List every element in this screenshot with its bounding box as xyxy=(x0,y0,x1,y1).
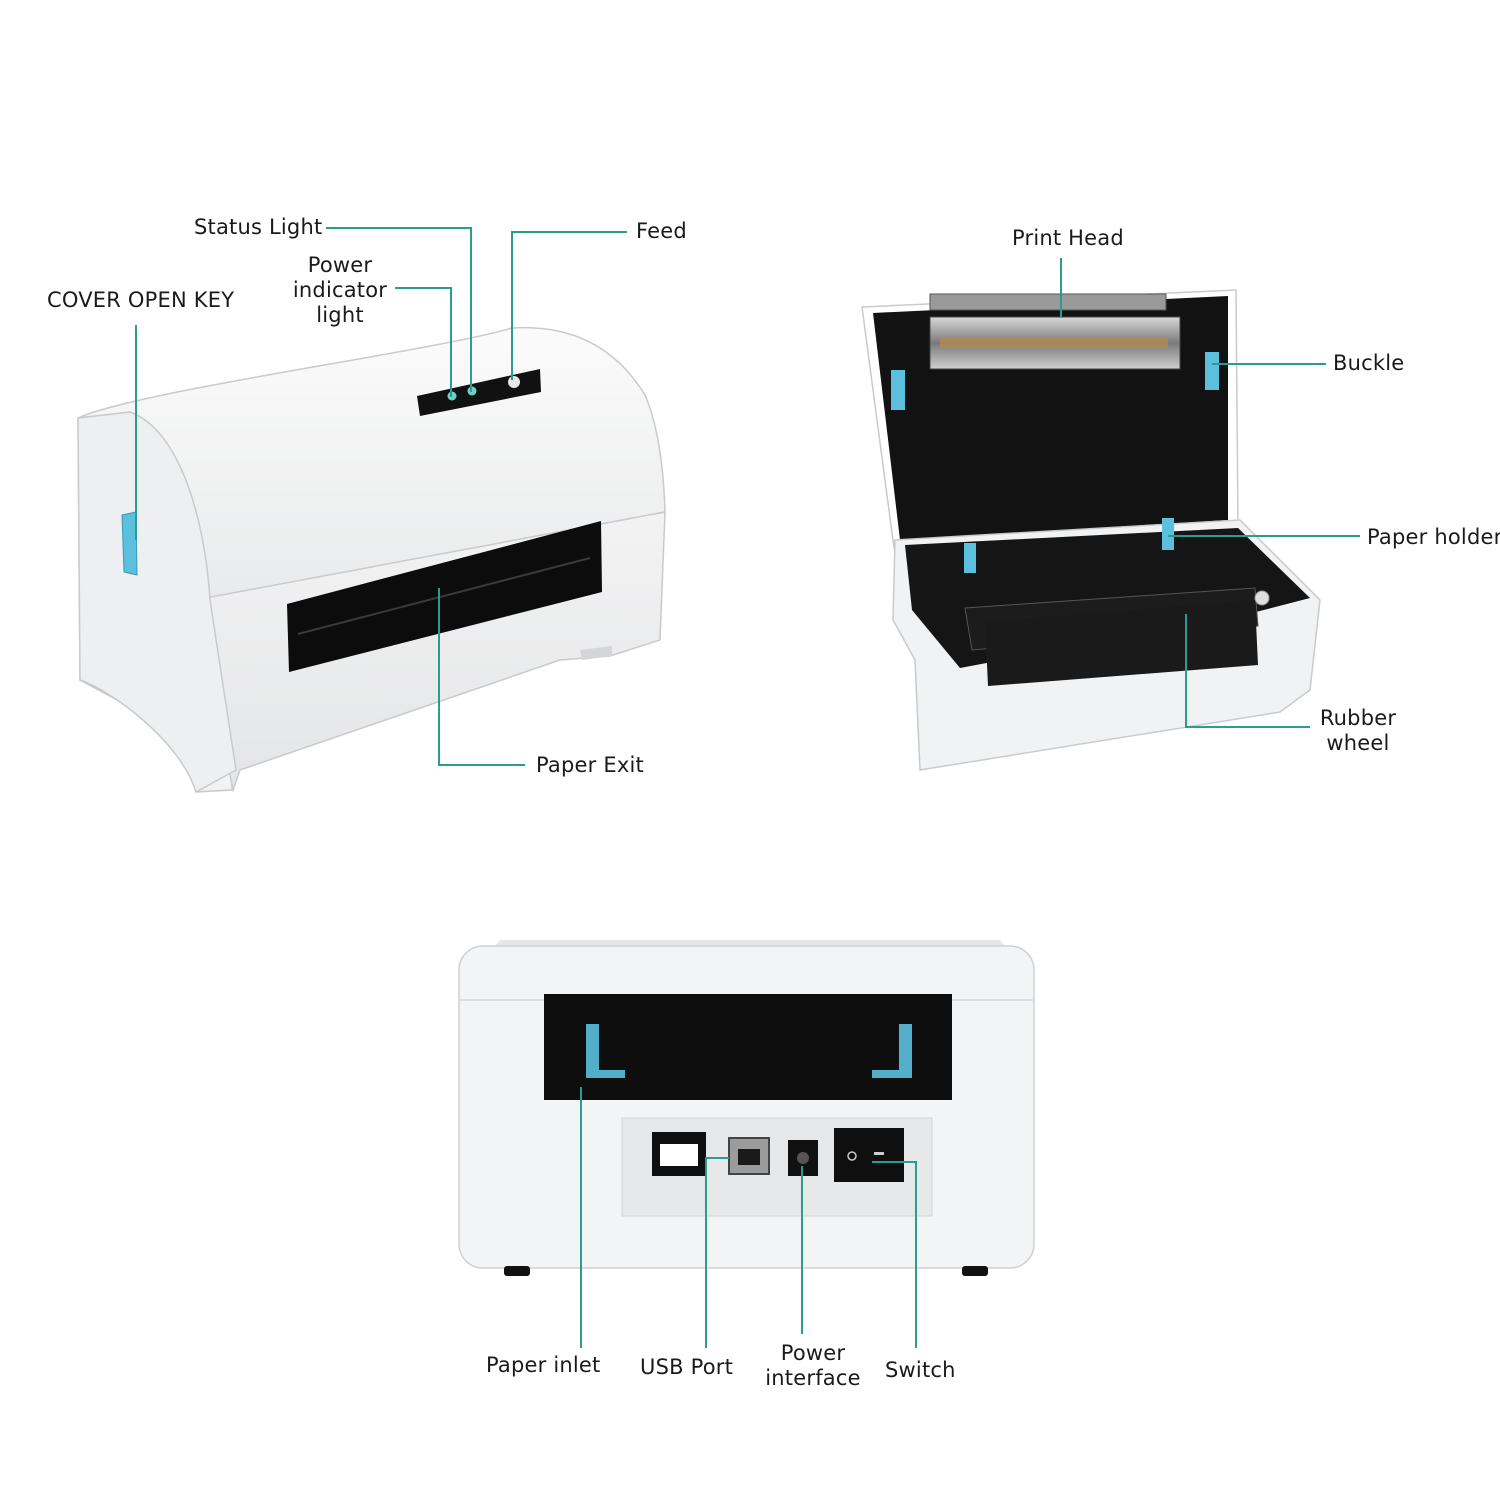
leader-switch xyxy=(872,1161,917,1348)
label-cover-open-key: COVER OPEN KEY xyxy=(47,288,235,312)
leader-rubber-wheel xyxy=(1185,614,1310,728)
leader-feed xyxy=(511,231,627,380)
open-view-printer xyxy=(861,289,1321,771)
leader-power-indicator xyxy=(395,287,452,397)
label-feed: Feed xyxy=(636,219,687,243)
print-head-mount xyxy=(929,293,1167,311)
label-buckle: Buckle xyxy=(1333,351,1405,375)
front-view-printer xyxy=(77,326,666,794)
label-paper-inlet: Paper inlet xyxy=(486,1353,601,1377)
label-print-head: Print Head xyxy=(1012,226,1124,250)
leader-paper-exit xyxy=(438,588,525,766)
label-usb-port: USB Port xyxy=(640,1355,734,1379)
power-switch[interactable] xyxy=(834,1128,904,1182)
left-paper-holder xyxy=(964,543,976,573)
label-status-light: Status Light xyxy=(194,215,323,239)
left-buckle xyxy=(891,370,905,410)
paper-inlet-slot xyxy=(544,994,952,1100)
rear-view-printer xyxy=(458,940,1035,1276)
label-power-interface: Power interface xyxy=(765,1341,861,1390)
feed-button[interactable] xyxy=(508,376,520,388)
label-power-indicator-light: Power indicator light xyxy=(292,253,388,327)
leader-usb-port xyxy=(705,1157,729,1348)
label-paper-exit: Paper Exit xyxy=(536,753,644,777)
leader-lines xyxy=(135,227,1360,1348)
right-paper-holder xyxy=(1162,518,1174,550)
label-paper-holder: Paper holder xyxy=(1367,525,1500,549)
cover-open-key[interactable] xyxy=(121,511,138,576)
right-buckle xyxy=(1205,352,1219,390)
label-rubber-wheel: Rubber wheel xyxy=(1319,706,1397,755)
label-switch: Switch xyxy=(885,1358,956,1382)
leader-status-light xyxy=(326,227,472,392)
